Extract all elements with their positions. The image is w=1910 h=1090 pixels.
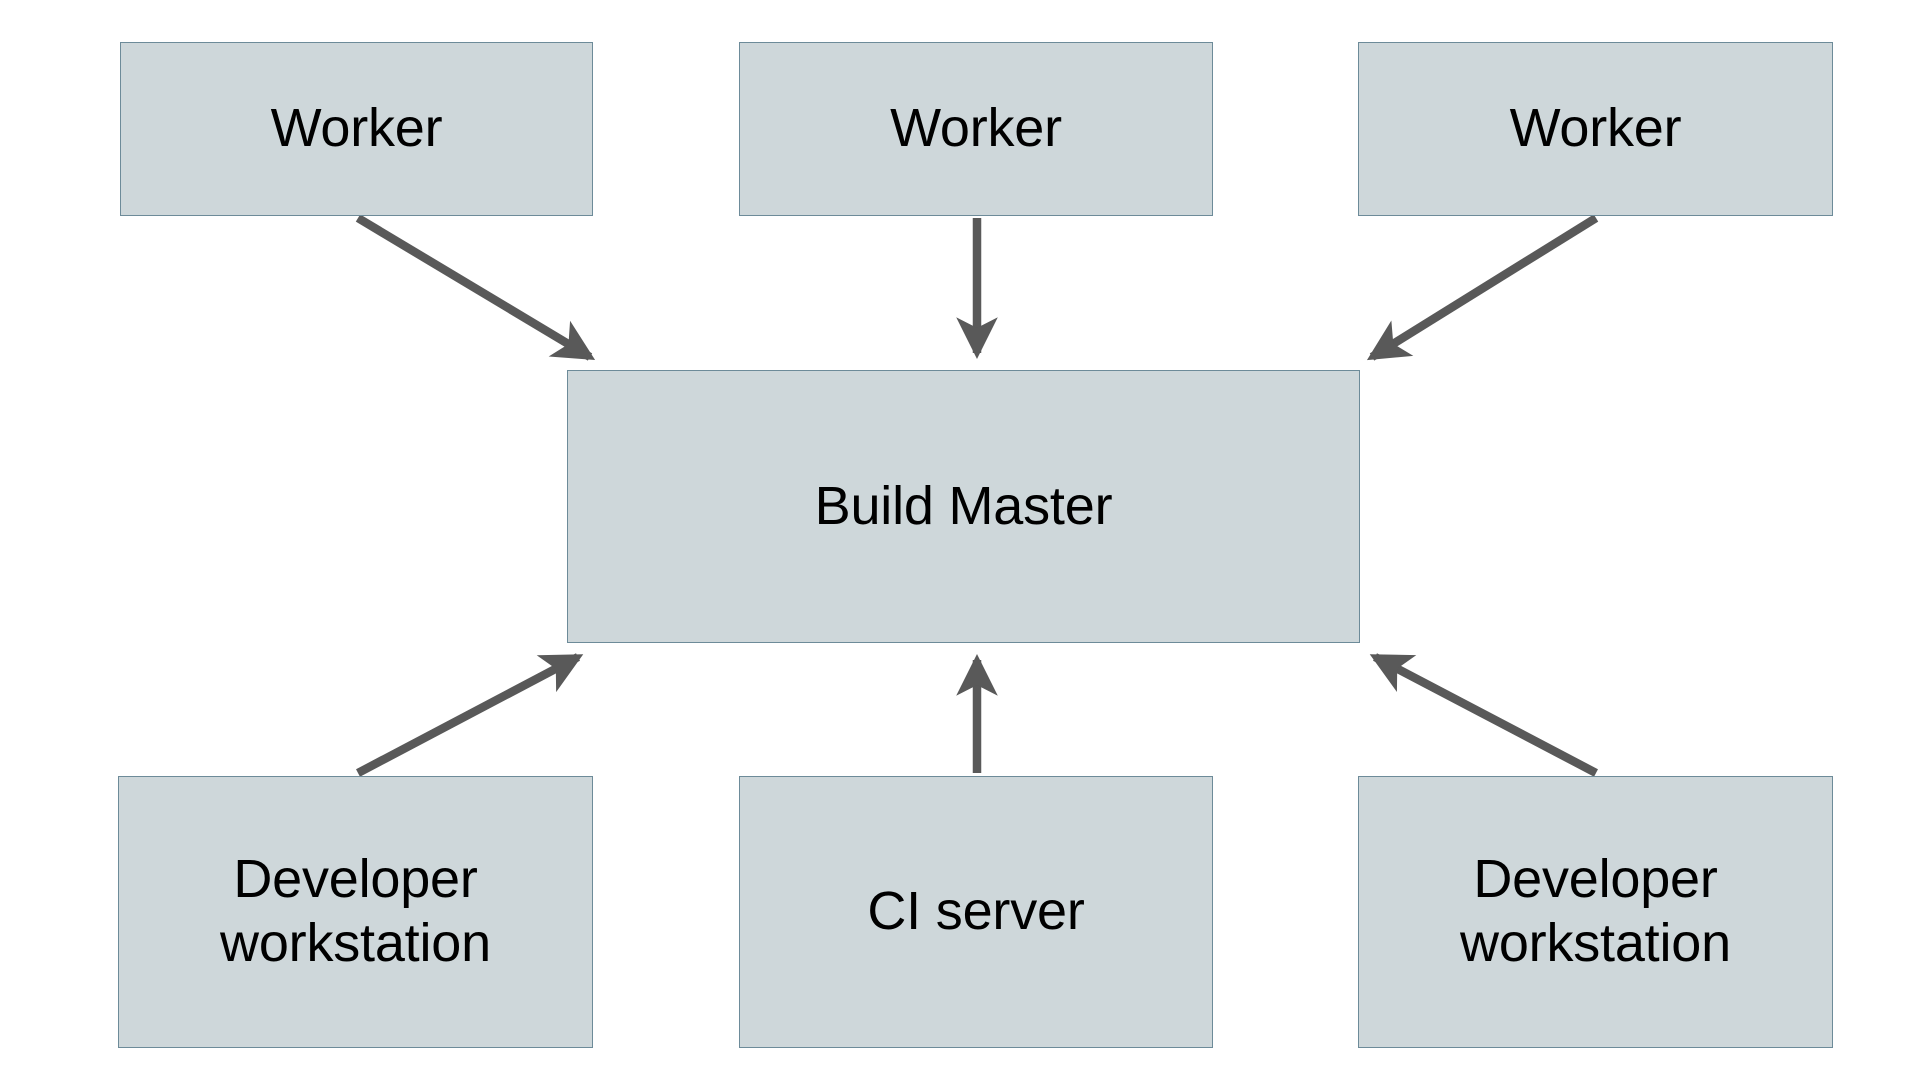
edge-dev-ws-2-to-build-master	[1369, 653, 1598, 777]
node-ci-server[interactable]: CI server	[739, 776, 1213, 1048]
node-worker-3[interactable]: Worker	[1358, 42, 1833, 216]
node-worker-2-label: Worker	[890, 98, 1062, 159]
node-build-master-label: Build Master	[814, 475, 1113, 536]
node-developer-workstation-1[interactable]: Developer workstation	[118, 776, 593, 1048]
node-worker-3-label: Worker	[1509, 98, 1682, 159]
node-worker-1[interactable]: Worker	[120, 42, 593, 216]
node-developer-workstation-1-label: Developer workstation	[220, 849, 491, 973]
edge-worker-1-to-build-master	[355, 214, 596, 361]
node-build-master[interactable]: Build Master	[567, 370, 1360, 643]
edge-dev-ws-1-to-build-master	[356, 653, 584, 777]
node-developer-workstation-2[interactable]: Developer workstation	[1358, 776, 1833, 1048]
edge-worker-3-to-build-master	[1366, 214, 1599, 361]
node-worker-2[interactable]: Worker	[739, 42, 1213, 216]
node-worker-1-label: Worker	[270, 98, 443, 159]
node-developer-workstation-2-label: Developer workstation	[1460, 849, 1731, 973]
node-ci-server-label: CI server	[867, 881, 1085, 942]
